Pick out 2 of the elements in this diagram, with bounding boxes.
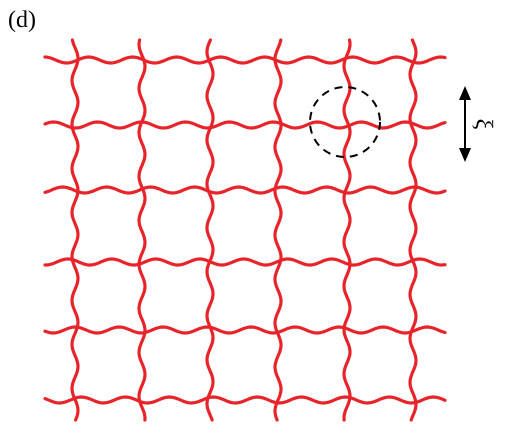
symbol-label: ξ <box>471 118 496 130</box>
panel-label: (d) <box>8 8 36 32</box>
